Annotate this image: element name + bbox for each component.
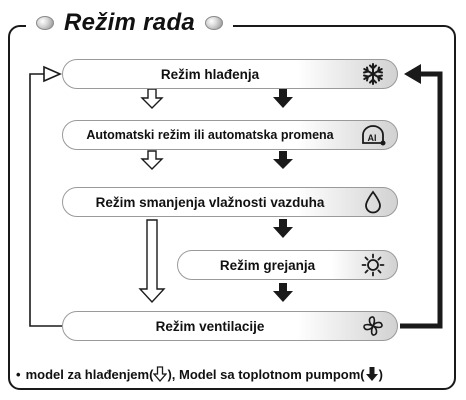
legend: • model za hlađenjem( ), Model sa toplot… — [16, 366, 383, 382]
fan-icon — [355, 314, 391, 338]
cooling-loop-line — [29, 73, 62, 327]
mode-label: Režim grejanja — [219, 257, 316, 273]
heatpump-loop-arrowhead — [404, 64, 421, 84]
mode-ventilation: Režim ventilacije — [62, 311, 398, 341]
auto-ai-icon: AI — [355, 123, 391, 147]
hollow-arrow-2 — [140, 150, 164, 170]
heatpump-loop-line — [400, 71, 443, 329]
mode-heating: Režim grejanja — [177, 250, 398, 280]
title-bullet-left-icon — [36, 16, 54, 30]
legend-close: ) — [378, 366, 383, 382]
mode-auto: Automatski režim ili automatska promena … — [62, 120, 398, 150]
page-title: Režim rada — [64, 9, 196, 36]
mode-label: Režim smanjenja vlažnosti vazduha — [95, 194, 325, 210]
cooling-loop-arrowhead — [43, 65, 62, 83]
solid-arrow-1 — [273, 89, 293, 108]
hollow-arrow-legend-icon — [153, 366, 168, 382]
mode-label: Režim ventilacije — [155, 318, 265, 334]
mode-cooling: Režim hlađenja — [62, 59, 398, 89]
legend-heatpump-text: ), Model sa toplotnom pumpom( — [167, 366, 365, 382]
title-group: Režim rada — [26, 6, 234, 40]
sun-icon — [355, 253, 391, 277]
solid-arrow-3 — [273, 219, 293, 238]
solid-arrow-4 — [273, 283, 293, 302]
mode-dehumidify: Režim smanjenja vlažnosti vazduha — [62, 187, 398, 217]
svg-text:AI: AI — [368, 133, 377, 143]
title-bullet-right-icon — [205, 16, 224, 30]
mode-label: Režim hlađenja — [160, 66, 260, 82]
hollow-arrow-long — [138, 219, 166, 304]
legend-cooling-text: model za hlađenjem( — [25, 366, 154, 382]
snowflake-icon — [355, 62, 391, 86]
solid-arrow-2 — [273, 151, 293, 169]
water-drop-icon — [355, 190, 391, 214]
legend-bullet: • — [16, 366, 21, 382]
solid-arrow-legend-icon — [365, 367, 378, 381]
mode-label: Automatski režim ili automatska promena — [86, 128, 334, 142]
hollow-arrow-1 — [140, 88, 164, 109]
